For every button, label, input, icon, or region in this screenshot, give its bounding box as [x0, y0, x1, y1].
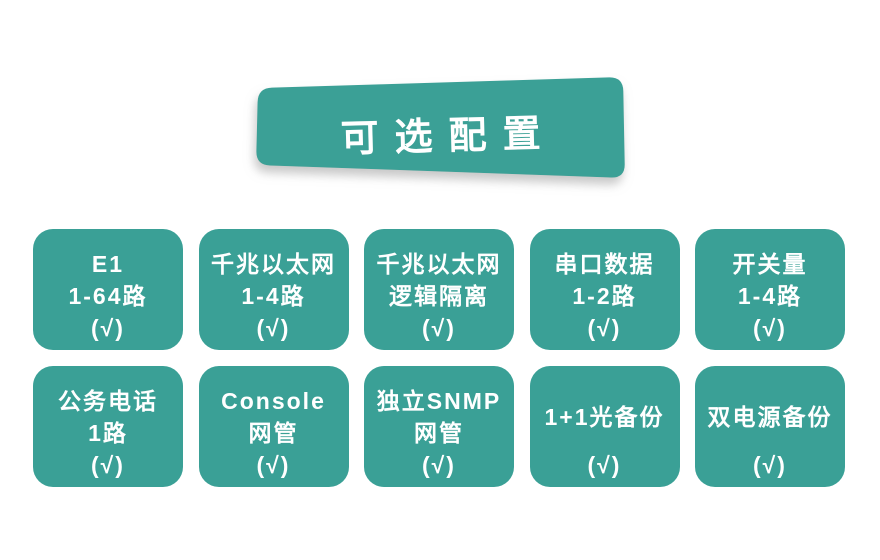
- card-checkmark: (√): [91, 451, 125, 478]
- option-card: 双电源备份 (√): [695, 366, 845, 487]
- card-checkmark: (√): [753, 451, 787, 478]
- card-line: 千兆以太网: [376, 250, 502, 277]
- card-checkmark: (√): [422, 451, 456, 478]
- card-checkmark: (√): [256, 314, 291, 341]
- card-line: 网管: [248, 419, 299, 446]
- banner-shape: [256, 77, 625, 178]
- option-card: 串口数据 1-2路 (√): [529, 229, 680, 350]
- option-card: 开关量 1-4路 (√): [695, 229, 845, 350]
- option-card: 公务电话 1路 (√): [33, 366, 183, 487]
- card-line: 1-2路: [572, 282, 637, 309]
- card-line: 开关量: [732, 250, 808, 277]
- card-checkmark: (√): [91, 314, 125, 341]
- card-line: Console: [221, 387, 326, 414]
- card-row: 公务电话 1路 (√) Console 网管 (√) 独立SNMP 网管 (√) 1+1光备份 (√…: [33, 366, 845, 487]
- card-line: 1-4路: [241, 282, 306, 309]
- option-card: 独立SNMP 网管 (√): [364, 366, 514, 487]
- card-line: 1-64路: [68, 282, 148, 309]
- card-checkmark: (√): [587, 451, 622, 478]
- option-card: 1+1光备份 (√): [529, 366, 680, 487]
- card-checkmark: (√): [256, 451, 291, 478]
- card-line: 双电源备份: [707, 403, 833, 430]
- option-card: 千兆以太网 1-4路 (√): [198, 229, 349, 350]
- card-row: E1 1-64路 (√) 千兆以太网 1-4路 (√) 千兆以太网逻辑隔离 (√) 串口数据 1-…: [33, 229, 845, 350]
- card-checkmark: (√): [753, 314, 787, 341]
- card-line: 千兆以太网: [211, 250, 336, 277]
- card-line: 网管: [414, 419, 464, 446]
- options-grid: E1 1-64路 (√) 千兆以太网 1-4路 (√) 千兆以太网逻辑隔离 (√) 串口数据 1-…: [33, 229, 845, 503]
- card-line: 串口数据: [554, 250, 655, 277]
- option-card: 千兆以太网逻辑隔离 (√): [364, 229, 514, 350]
- option-card: E1 1-64路 (√): [33, 229, 183, 350]
- banner-title: 可选配置: [340, 112, 558, 161]
- card-line: 1+1光备份: [544, 403, 665, 430]
- card-line: 公务电话: [58, 387, 158, 414]
- card-line: 独立SNMP: [376, 387, 502, 414]
- banner: 可选配置: [240, 55, 650, 205]
- card-line: 1路: [88, 419, 128, 446]
- card-line: E1: [91, 250, 125, 277]
- card-checkmark: (√): [422, 314, 456, 341]
- card-line: 逻辑隔离: [389, 282, 489, 309]
- option-card: Console 网管 (√): [198, 366, 349, 487]
- card-line: 1-4路: [737, 282, 803, 309]
- card-checkmark: (√): [587, 314, 622, 341]
